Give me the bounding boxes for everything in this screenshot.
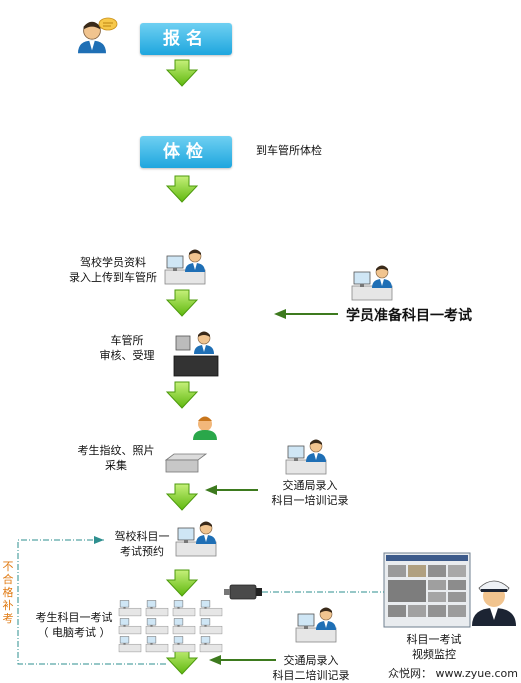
dmv-officer-icon (173, 331, 219, 377)
police-officer-icon (472, 580, 516, 626)
flow-arrow-3 (166, 289, 198, 317)
retake-label: 不合格补考 (2, 560, 14, 625)
dmv-review-line-1: 车管所 (110, 334, 144, 347)
monitor-line-1: 科目一考试 (406, 633, 462, 646)
monitor-label: 科目一考试 视频监控 (394, 632, 474, 662)
school-upload-line-1: 驾校学员资料 (80, 256, 146, 269)
school-booking-line-2: 考试预约 (120, 545, 164, 558)
flow-arrow-6 (166, 569, 198, 597)
flow-arrow-1 (166, 59, 198, 87)
school-upload-line-2: 录入上传到车管所 (69, 271, 157, 284)
traffic-record1-line-2: 科目一培训记录 (271, 494, 349, 507)
booking-clerk-icon (175, 521, 217, 557)
fingerprint-label: 考生指纹、照片 采集 (66, 443, 166, 473)
flow-arrow-4 (166, 381, 198, 409)
traffic-record2-line-2: 科目二培训记录 (272, 669, 350, 682)
photo-person-icon (193, 416, 217, 440)
exam-room-icon (118, 600, 223, 653)
site-watermark: 众悦网： www.zyue.com (388, 667, 518, 680)
student-prepare-label: 学员准备科目一考试 (346, 308, 472, 324)
dmv-review-line-2: 审核、受理 (99, 349, 155, 362)
school-booking-line-1: 驾校科目一 (114, 530, 170, 543)
dmv-review-label: 车管所 审核、受理 (92, 333, 162, 363)
fingerprint-line-1: 考生指纹、照片 (77, 444, 155, 457)
side-arrow-traffic-2 (209, 655, 276, 665)
traffic-clerk-1-icon (285, 439, 327, 475)
checkup-step: 体检 (140, 136, 232, 168)
camera-icon (224, 584, 262, 600)
traffic-record1-label: 交通局录入 科目一培训记录 (260, 478, 360, 508)
school-clerk-icon (164, 249, 206, 285)
fingerprint-scanner-icon (164, 453, 208, 473)
retake-loop-line (17, 539, 168, 665)
retake-loop-arrowhead (94, 536, 104, 544)
exam-label: 考生科目一考试 （ 电脑考试 ） (22, 610, 126, 640)
traffic-record2-line-1: 交通局录入 (283, 654, 339, 667)
traffic-clerk-2-icon (295, 607, 337, 643)
flow-arrow-5 (166, 483, 198, 511)
monitor-screen-icon (383, 552, 471, 628)
exam-line-1: 考生科目一考试 (35, 611, 113, 624)
traffic-record2-label: 交通局录入 科目二培训记录 (260, 653, 362, 683)
student-icon (351, 265, 393, 301)
exam-line-2: （ 电脑考试 ） (37, 626, 111, 639)
traffic-record1-line-1: 交通局录入 (282, 479, 338, 492)
fingerprint-line-2: 采集 (105, 459, 127, 472)
monitor-line-2: 视频监控 (412, 648, 456, 661)
side-arrow-student (274, 309, 338, 319)
register-step: 报名 (140, 23, 232, 55)
school-booking-label: 驾校科目一 考试预约 (104, 529, 180, 559)
checkup-note: 到车管所体检 (256, 144, 322, 157)
applicant-icon (77, 17, 118, 54)
flow-arrow-2 (166, 175, 198, 203)
school-upload-label: 驾校学员资料 录入上传到车管所 (58, 255, 168, 285)
side-arrow-traffic-1 (205, 485, 258, 495)
